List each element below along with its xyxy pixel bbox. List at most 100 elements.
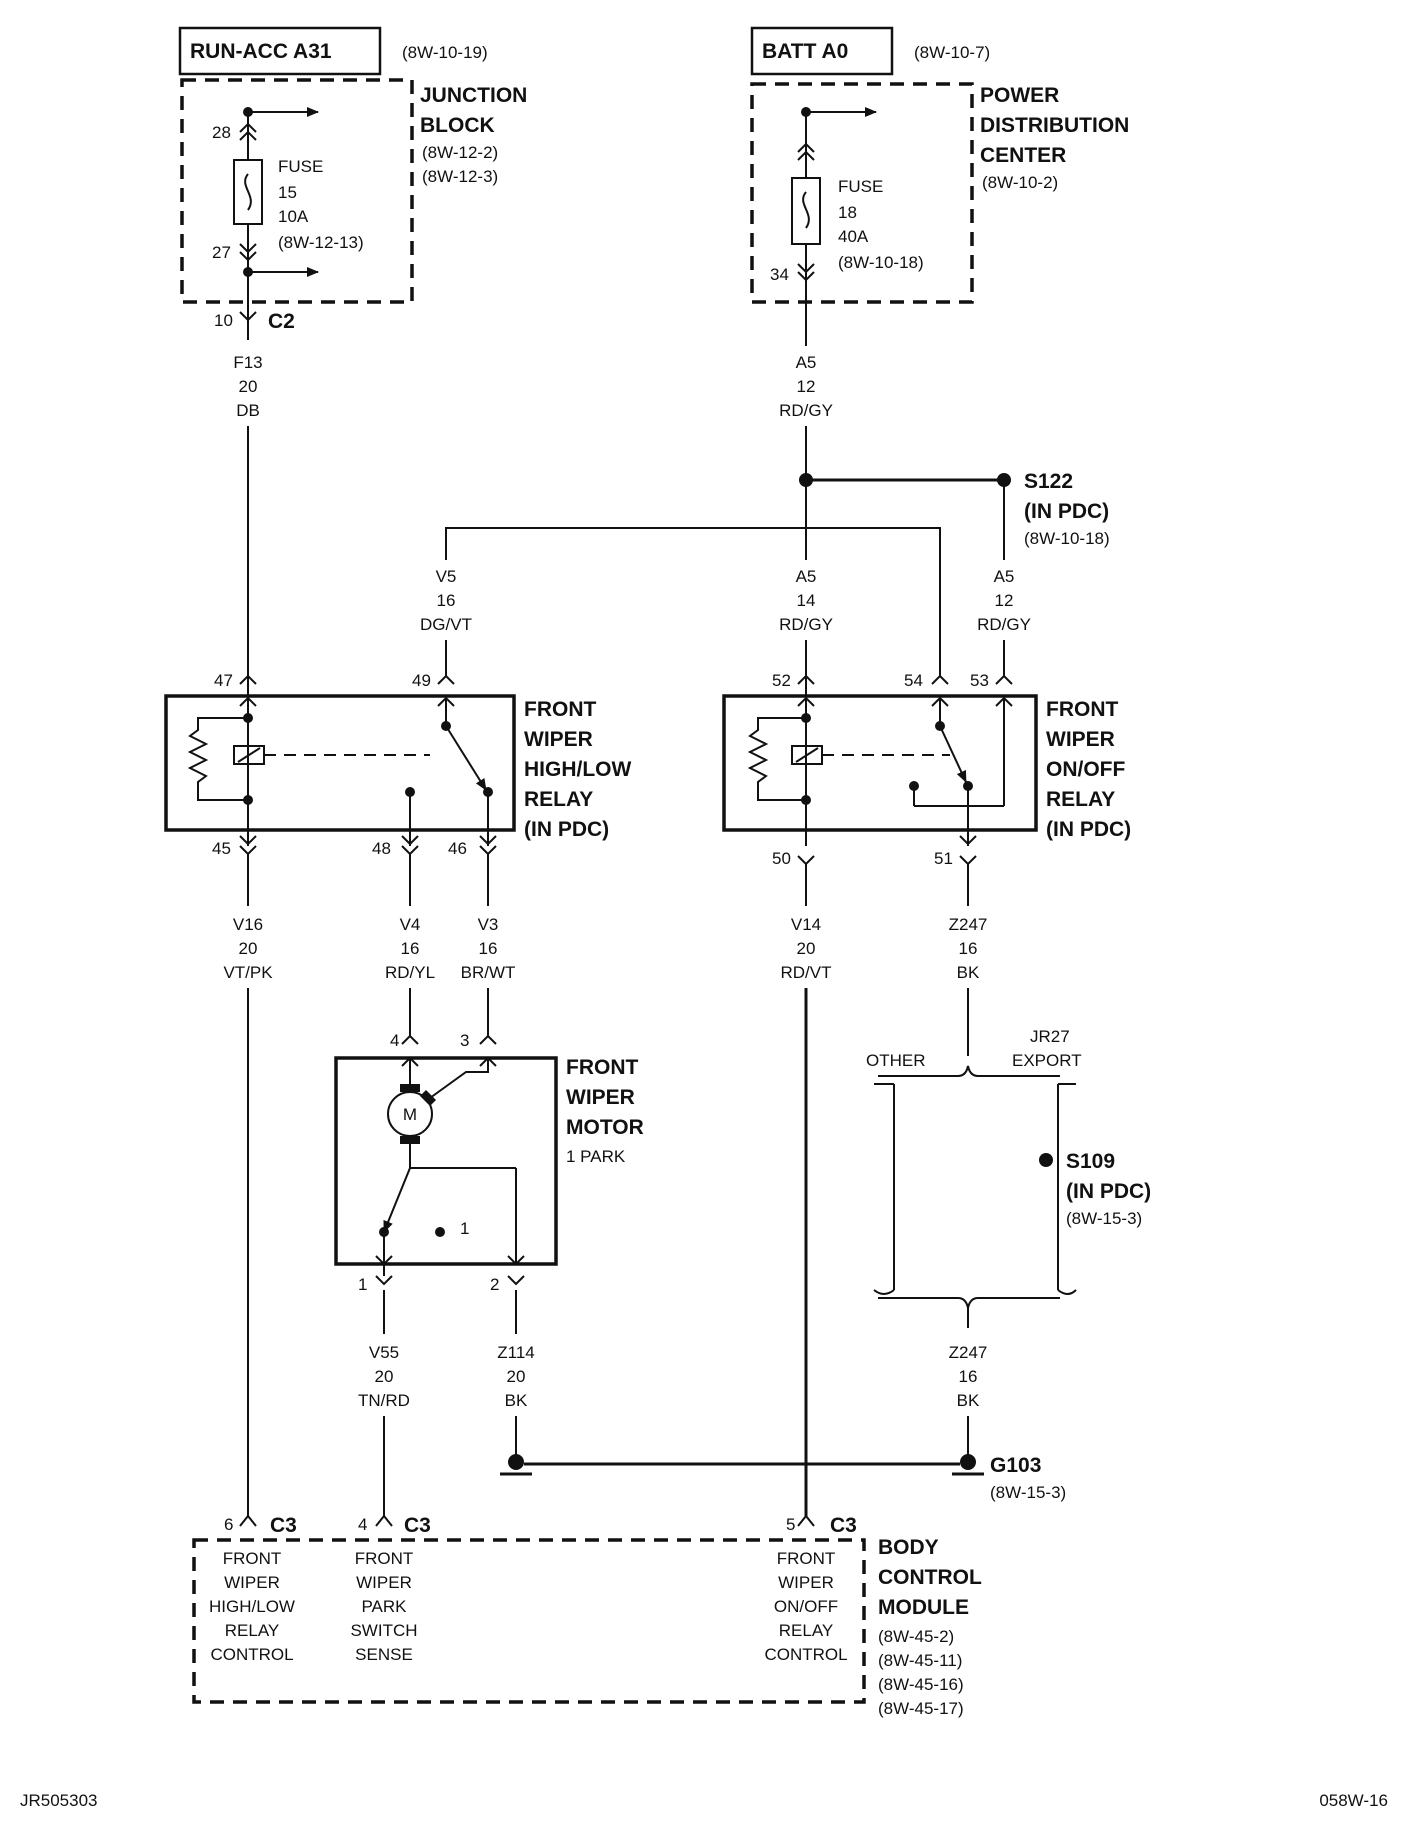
svg-text:10: 10 bbox=[214, 311, 233, 330]
svg-text:BLOCK: BLOCK bbox=[420, 114, 495, 137]
svg-text:16: 16 bbox=[959, 1367, 978, 1386]
svg-text:ON/OFF: ON/OFF bbox=[1046, 758, 1125, 781]
svg-text:50: 50 bbox=[772, 849, 791, 868]
svg-text:(8W-10-18): (8W-10-18) bbox=[1024, 529, 1110, 548]
svg-text:ON/OFF: ON/OFF bbox=[774, 1597, 838, 1616]
svg-text:FRONT: FRONT bbox=[524, 698, 596, 721]
svg-text:(8W-10-19): (8W-10-19) bbox=[402, 43, 488, 62]
wire-f13: F13 20 DB bbox=[233, 353, 263, 676]
relay-on-off: FRONT WIPER ON/OFF RELAY (IN PDC) 52 54 … bbox=[722, 671, 1131, 868]
junction-block: JUNCTION BLOCK (8W-12-2) (8W-12-3) 28 FU… bbox=[180, 78, 527, 304]
svg-text:FRONT: FRONT bbox=[1046, 698, 1118, 721]
svg-text:FUSE: FUSE bbox=[278, 157, 323, 176]
run-acc-source: RUN-ACC A31 (8W-10-19) bbox=[178, 26, 488, 76]
svg-text:4: 4 bbox=[390, 1031, 399, 1050]
svg-text:V55: V55 bbox=[369, 1343, 399, 1362]
connector-c3-pin4: 4 C3 bbox=[358, 1514, 431, 1537]
svg-text:C3: C3 bbox=[404, 1514, 431, 1537]
svg-text:M: M bbox=[403, 1105, 417, 1124]
svg-text:V4: V4 bbox=[400, 915, 421, 934]
svg-text:28: 28 bbox=[212, 123, 231, 142]
svg-text:27: 27 bbox=[212, 243, 231, 262]
svg-text:MODULE: MODULE bbox=[878, 1596, 969, 1619]
svg-text:16: 16 bbox=[479, 939, 498, 958]
svg-text:52: 52 bbox=[772, 671, 791, 690]
svg-text:DB: DB bbox=[236, 401, 260, 420]
svg-text:CENTER: CENTER bbox=[980, 144, 1066, 167]
svg-text:20: 20 bbox=[239, 939, 258, 958]
svg-text:FUSE: FUSE bbox=[838, 177, 883, 196]
connector-c2: 10 C2 bbox=[214, 300, 295, 340]
svg-text:MOTOR: MOTOR bbox=[566, 1116, 644, 1139]
svg-text:12: 12 bbox=[995, 591, 1014, 610]
svg-text:S122: S122 bbox=[1024, 470, 1073, 493]
svg-text:40A: 40A bbox=[838, 227, 869, 246]
svg-text:C2: C2 bbox=[268, 310, 295, 333]
svg-text:47: 47 bbox=[214, 671, 233, 690]
svg-text:53: 53 bbox=[970, 671, 989, 690]
svg-text:10A: 10A bbox=[278, 207, 309, 226]
svg-text:WIPER: WIPER bbox=[1046, 728, 1115, 751]
svg-text:BK: BK bbox=[957, 963, 980, 982]
svg-text:POWER: POWER bbox=[980, 84, 1059, 107]
svg-text:A5: A5 bbox=[994, 567, 1015, 586]
svg-text:(8W-10-7): (8W-10-7) bbox=[914, 43, 990, 62]
svg-text:RELAY: RELAY bbox=[779, 1621, 834, 1640]
svg-text:CONTROL: CONTROL bbox=[878, 1566, 982, 1589]
svg-text:SENSE: SENSE bbox=[355, 1645, 413, 1664]
svg-text:RELAY: RELAY bbox=[1046, 788, 1115, 811]
svg-text:C3: C3 bbox=[830, 1514, 857, 1537]
wire-z247-top: Z247 16 BK bbox=[949, 864, 987, 1056]
svg-text:(8W-45-2): (8W-45-2) bbox=[878, 1627, 954, 1646]
svg-text:4: 4 bbox=[358, 1515, 367, 1534]
svg-text:51: 51 bbox=[934, 849, 953, 868]
svg-text:HIGH/LOW: HIGH/LOW bbox=[524, 758, 631, 781]
svg-text:FRONT: FRONT bbox=[355, 1549, 414, 1568]
svg-text:(8W-45-16): (8W-45-16) bbox=[878, 1675, 964, 1694]
svg-text:V3: V3 bbox=[478, 915, 499, 934]
svg-text:(8W-15-3): (8W-15-3) bbox=[1066, 1209, 1142, 1228]
connector-c3-pin5: 5 C3 bbox=[786, 1514, 857, 1537]
svg-text:JUNCTION: JUNCTION bbox=[420, 84, 527, 107]
svg-text:(8W-45-17): (8W-45-17) bbox=[878, 1699, 964, 1718]
svg-text:18: 18 bbox=[838, 203, 857, 222]
svg-text:RD/GY: RD/GY bbox=[779, 401, 833, 420]
splice-s122: S122 (IN PDC) (8W-10-18) bbox=[997, 470, 1110, 560]
svg-text:S109: S109 bbox=[1066, 1150, 1115, 1173]
svg-text:WIPER: WIPER bbox=[524, 728, 593, 751]
wire-z247-bottom: Z247 16 BK bbox=[949, 1343, 987, 1462]
svg-text:14: 14 bbox=[797, 591, 816, 610]
svg-text:20: 20 bbox=[507, 1367, 526, 1386]
wire-a5-s122: A5 12 RD/GY bbox=[977, 567, 1031, 676]
splice-s109: S109 (IN PDC) (8W-15-3) bbox=[1039, 1150, 1151, 1228]
svg-text:BK: BK bbox=[957, 1391, 980, 1410]
svg-text:A5: A5 bbox=[796, 353, 817, 372]
svg-text:G103: G103 bbox=[990, 1454, 1041, 1477]
svg-text:20: 20 bbox=[797, 939, 816, 958]
svg-text:BODY: BODY bbox=[878, 1536, 939, 1559]
svg-text:20: 20 bbox=[239, 377, 258, 396]
svg-text:1 PARK: 1 PARK bbox=[566, 1147, 626, 1166]
svg-text:1: 1 bbox=[460, 1219, 469, 1238]
svg-text:5: 5 bbox=[786, 1515, 795, 1534]
svg-text:WIPER: WIPER bbox=[356, 1573, 412, 1592]
export-branch: OTHER JR27 EXPORT bbox=[866, 1027, 1082, 1328]
svg-text:(8W-10-2): (8W-10-2) bbox=[982, 173, 1058, 192]
svg-text:VT/PK: VT/PK bbox=[223, 963, 273, 982]
svg-text:(IN PDC): (IN PDC) bbox=[1024, 500, 1109, 523]
svg-text:(8W-12-3): (8W-12-3) bbox=[422, 167, 498, 186]
svg-text:FRONT: FRONT bbox=[223, 1549, 282, 1568]
svg-text:16: 16 bbox=[959, 939, 978, 958]
wire-v55: V55 20 TN/RD bbox=[358, 1290, 410, 1516]
svg-text:RD/GY: RD/GY bbox=[779, 615, 833, 634]
svg-text:BR/WT: BR/WT bbox=[461, 963, 516, 982]
wire-v3: V3 16 BR/WT bbox=[461, 854, 516, 1036]
svg-text:49: 49 bbox=[412, 671, 431, 690]
front-wiper-motor: FRONT WIPER MOTOR 1 PARK 4 3 M 1 1 2 bbox=[334, 1031, 644, 1294]
svg-text:CONTROL: CONTROL bbox=[764, 1645, 847, 1664]
relay-high-low: FRONT WIPER HIGH/LOW RELAY (IN PDC) 47 4… bbox=[164, 671, 631, 858]
wire-z114: Z114 20 BK bbox=[497, 1290, 535, 1476]
svg-text:WIPER: WIPER bbox=[778, 1573, 834, 1592]
svg-text:F13: F13 bbox=[233, 353, 262, 372]
svg-text:PARK: PARK bbox=[361, 1597, 407, 1616]
